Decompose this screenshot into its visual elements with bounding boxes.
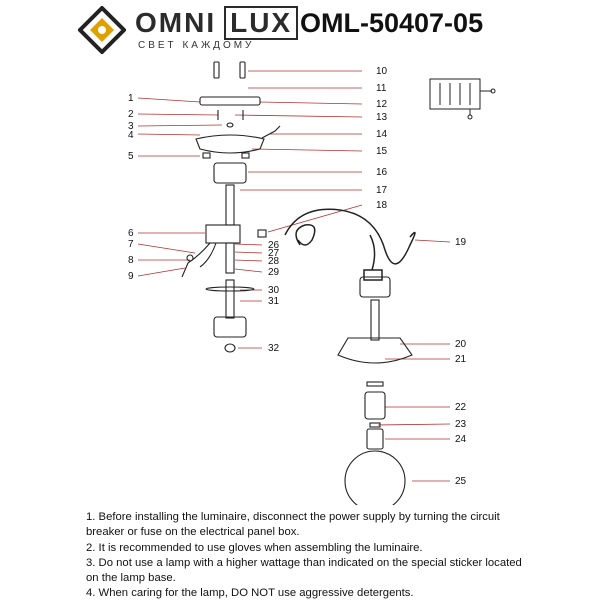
shade-assembly — [337, 276, 413, 505]
wiring-schematic-icon — [429, 78, 496, 120]
model-number: OML-50407-05 — [300, 8, 484, 38]
callout-right-15: 15 — [376, 146, 388, 157]
brand-name-part2: LUX — [224, 6, 299, 40]
junction-box — [181, 224, 267, 278]
leader-lines-right — [234, 70, 451, 482]
brand-name-part1: OMNI — [135, 7, 217, 38]
callout-left-5: 5 — [128, 151, 134, 162]
callout-right-11: 11 — [376, 83, 387, 94]
installation-notes: 1. Before installing the luminaire, disc… — [86, 510, 526, 602]
callout-right-14: 14 — [376, 129, 388, 140]
note-1: 1. Before installing the luminaire, disc… — [86, 511, 500, 539]
callout-right-21: 21 — [455, 354, 467, 365]
callout-right-18: 18 — [376, 200, 388, 211]
note-2: 2. It is recommended to use gloves when … — [86, 541, 423, 554]
callout-left-2: 2 — [128, 109, 134, 120]
leader-lines-left — [137, 97, 223, 277]
exploded-assembly-diagram: 1 2 3 4 5 6 7 8 9 10 11 12 13 14 15 16 1… — [128, 61, 496, 505]
callout-center-30: 30 — [268, 285, 280, 296]
canopy-assembly — [195, 61, 281, 226]
callout-right-12: 12 — [376, 99, 388, 110]
brand-logo-icon — [78, 6, 126, 54]
callout-center-26: 26 — [268, 240, 280, 251]
callout-left-9: 9 — [128, 271, 134, 282]
callout-left-3: 3 — [128, 121, 134, 132]
lower-fittings — [205, 279, 255, 353]
note-4: 4. When caring for the lamp, DO NOT use … — [86, 587, 414, 600]
callout-right-20: 20 — [455, 339, 467, 350]
callout-left-8: 8 — [128, 255, 134, 266]
callout-center-29: 29 — [268, 267, 280, 278]
callout-left-4: 4 — [128, 130, 134, 141]
callout-center-32: 32 — [268, 343, 280, 354]
callout-left-7: 7 — [128, 239, 134, 250]
callout-right-10: 10 — [376, 66, 388, 77]
callout-left-6: 6 — [128, 228, 134, 239]
callout-center-31: 31 — [268, 296, 280, 307]
callout-left-1: 1 — [128, 93, 134, 104]
callout-right-25: 25 — [455, 476, 467, 487]
callout-center-28: 28 — [268, 256, 280, 267]
callout-right-19: 19 — [455, 237, 467, 248]
brand-tagline: СВЕТ КАЖДОМУ — [138, 40, 255, 51]
note-3: 3. Do not use a lamp with a higher watta… — [86, 556, 522, 585]
callout-right-23: 23 — [455, 419, 467, 430]
callout-right-16: 16 — [376, 167, 388, 178]
callout-right-22: 22 — [455, 402, 467, 413]
callout-numbers: 1 2 3 4 5 6 7 8 9 10 11 12 13 14 15 16 1… — [128, 66, 467, 487]
callout-right-13: 13 — [376, 112, 388, 123]
callout-right-17: 17 — [376, 185, 388, 196]
callout-right-24: 24 — [455, 434, 467, 445]
callout-center-27: 27 — [268, 248, 280, 259]
scroll-arm — [284, 208, 416, 281]
